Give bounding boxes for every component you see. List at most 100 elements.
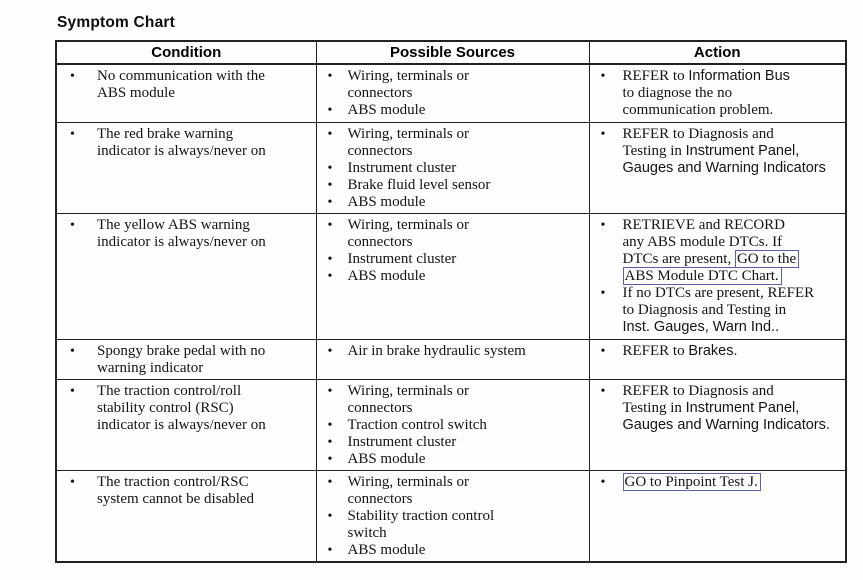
- item-text: Wiring, terminals or connectors: [348, 126, 585, 160]
- bullet-item: • REFER to Diagnosis and Testing in Instr…: [590, 126, 842, 177]
- item-text: The red brake warning indicator is alway…: [97, 126, 312, 160]
- item-text: REFER to Brakes.: [623, 343, 842, 360]
- item-text: Traction control switch: [348, 417, 585, 434]
- sources-cell: •Wiring, terminals or connectors•Stabili…: [315, 470, 590, 563]
- text-segment: Spongy brake pedal with no warning indic…: [97, 343, 266, 376]
- bullet-icon: •: [600, 384, 606, 399]
- bullet-icon: •: [327, 127, 333, 142]
- text-segment: REFER to Diagnosis and Testing in: [622, 383, 774, 416]
- link-annotation[interactable]: GO to the ABS Module DTC Chart.: [622, 250, 800, 285]
- symptom-table-body: •No communication with the ABS module•Wi…: [55, 63, 847, 563]
- text-segment: Instrument cluster: [347, 251, 457, 267]
- bullet-icon: •: [600, 344, 606, 359]
- bullet-icon: •: [70, 218, 75, 233]
- sources-cell: • Wiring, terminals or connectors • Instrum…: [315, 122, 590, 214]
- bullet-icon: •: [327, 218, 333, 233]
- page-title: Symptom Chart: [57, 14, 176, 31]
- bullet-icon: •: [327, 418, 333, 433]
- bullet-icon: •: [327, 103, 333, 118]
- text-segment: Wiring, terminals or connectors: [347, 474, 469, 507]
- bullet-item: •ABS module: [317, 102, 585, 119]
- item-text: RETRIEVE and RECORD any ABS module DTCs.…: [622, 217, 842, 285]
- text-segment: Air in brake hydraulic system: [347, 343, 526, 359]
- condition-cell: •The red brake warning indicator is alwa…: [55, 122, 317, 214]
- table-row: •No communication with the ABS module•Wi…: [55, 63, 847, 123]
- bullet-item: •No communication with the ABS module: [57, 68, 312, 102]
- text-segment: Wiring, terminals or connectors: [347, 126, 469, 159]
- link-annotation[interactable]: GO to Pinpoint Test J.: [622, 473, 761, 491]
- bullet-item: • The traction control/RSC system cannot …: [57, 474, 312, 508]
- bullet-item: • Instrument cluster: [317, 160, 585, 177]
- item-text: Stability traction control switch: [348, 508, 585, 542]
- item-text: REFER to Diagnosis and Testing in Instru…: [623, 383, 842, 434]
- condition-cell: •No communication with the ABS module: [55, 63, 317, 123]
- text-segment: Instrument Panel, Gauges and Warning Ind…: [622, 400, 830, 433]
- bullet-item: • Instrument cluster: [317, 251, 585, 268]
- bullet-item: •The red brake warning indicator is alwa…: [57, 126, 312, 160]
- action-cell: • REFER to Diagnosis and Testing in Instr…: [588, 122, 847, 214]
- action-cell: • REFER to Brakes.: [588, 339, 847, 380]
- item-text: Wiring, terminals or connectors: [348, 474, 585, 508]
- bullet-item: • Traction control switch: [317, 417, 585, 434]
- bullet-item: • Spongy brake pedal with no warning indi…: [57, 343, 312, 377]
- text-segment: Wiring, terminals or connectors: [347, 217, 469, 250]
- bullet-icon: •: [327, 269, 333, 284]
- bullet-item: • RETRIEVE and RECORD any ABS module DTCs…: [590, 217, 842, 285]
- sources-cell: •Wiring, terminals or connectors•ABS mod…: [315, 63, 590, 123]
- bullet-item: • REFER to Brakes.: [590, 343, 842, 360]
- bullet-icon: •: [327, 384, 333, 399]
- text-segment: The yellow ABS warning indicator is alwa…: [97, 217, 266, 250]
- text-segment: REFER to Diagnosis and Testing in: [622, 126, 774, 159]
- item-text: Air in brake hydraulic system: [348, 343, 585, 360]
- bullet-icon: •: [327, 509, 333, 524]
- item-text: Instrument cluster: [348, 434, 585, 451]
- condition-cell: • Spongy brake pedal with no warning indi…: [55, 339, 317, 380]
- bullet-item: •Wiring, terminals or connectors: [317, 474, 585, 508]
- item-text: Spongy brake pedal with no warning indic…: [97, 343, 312, 377]
- text-segment: Brake fluid level sensor: [347, 177, 491, 193]
- bullet-item: •Wiring, terminals or connectors: [317, 68, 585, 102]
- item-text: Wiring, terminals or connectors: [348, 217, 585, 251]
- bullet-item: • REFER to Diagnosis and Testing in Instr…: [590, 383, 842, 434]
- bullet-icon: •: [600, 127, 606, 142]
- text-segment: No communication with the ABS module: [97, 68, 265, 101]
- bullet-item: • Wiring, terminals or connectors: [317, 383, 585, 417]
- item-text: Wiring, terminals or connectors: [348, 68, 585, 102]
- bullet-icon: •: [600, 286, 606, 301]
- action-cell: • REFER to Diagnosis and Testing in Instr…: [588, 379, 847, 471]
- condition-cell: • The traction control/RSC system cannot …: [55, 470, 317, 563]
- text-segment: Instrument cluster: [347, 160, 457, 176]
- bullet-icon: •: [600, 218, 606, 233]
- bullet-item: •If no DTCs are present, REFER to Diagno…: [590, 285, 842, 336]
- text-segment: Instrument cluster: [347, 434, 457, 450]
- item-text: REFER to Diagnosis and Testing in Instru…: [623, 126, 842, 177]
- bullet-item: •ABS module: [317, 268, 585, 285]
- bullet-icon: •: [327, 543, 333, 558]
- column-header-possible-sources: Possible Sources: [315, 40, 590, 65]
- bullet-item: • ABS module: [317, 194, 585, 211]
- item-text: The yellow ABS warning indicator is alwa…: [97, 217, 312, 251]
- bullet-item: • ABS module: [317, 451, 585, 468]
- condition-cell: • The yellow ABS warning indicator is alw…: [55, 213, 317, 340]
- bullet-icon: •: [327, 195, 333, 210]
- item-text: Brake fluid level sensor: [348, 177, 585, 194]
- bullet-icon: •: [327, 161, 333, 176]
- bullet-item: •Air in brake hydraulic system: [317, 343, 585, 360]
- item-text: ABS module: [348, 451, 585, 468]
- table-row: •The traction control/roll stability con…: [55, 379, 847, 471]
- bullet-item: • Brake fluid level sensor: [317, 177, 585, 194]
- text-segment: REFER to: [622, 68, 689, 84]
- item-text: Instrument cluster: [348, 160, 585, 177]
- item-text: ABS module: [348, 194, 585, 211]
- action-cell: • RETRIEVE and RECORD any ABS module DTCs…: [588, 213, 847, 340]
- item-text: Wiring, terminals or connectors: [348, 383, 585, 417]
- bullet-item: •REFER to Information Bus to diagnose th…: [590, 68, 842, 119]
- bullet-icon: •: [327, 178, 333, 193]
- text-segment: The traction control/RSC system cannot b…: [97, 474, 255, 507]
- bullet-icon: •: [70, 475, 75, 490]
- table-row: • Spongy brake pedal with no warning indi…: [55, 339, 847, 380]
- bullet-item: • Wiring, terminals or connectors: [317, 217, 585, 251]
- bullet-icon: •: [327, 452, 333, 467]
- bullet-icon: •: [70, 344, 75, 359]
- bullet-icon: •: [327, 252, 333, 267]
